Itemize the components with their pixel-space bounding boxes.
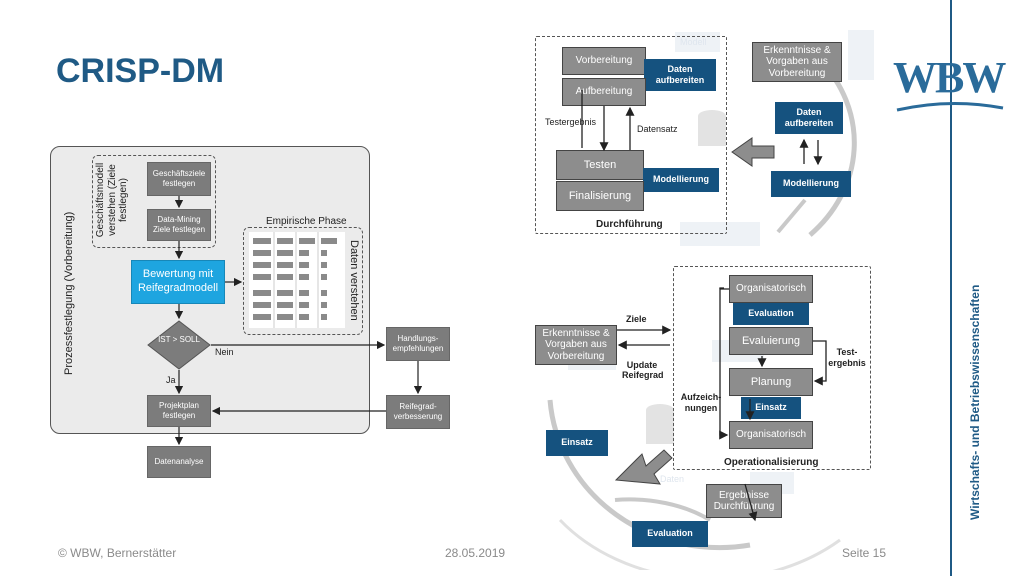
- box-aufbereitung: Aufbereitung: [562, 78, 646, 106]
- geschaeftsmodell-group: [92, 155, 216, 248]
- decision-label: IST > SOLL: [158, 335, 200, 344]
- empirische-group: [243, 227, 363, 335]
- footer-date: 28.05.2019: [445, 546, 506, 560]
- label-durchfuehrung: Durchführung: [596, 219, 663, 230]
- box-einsatz-inner: Einsatz: [741, 397, 801, 419]
- mini-process-thumbnail: [249, 232, 345, 328]
- label-test-ergebnis: Test-ergebnis: [828, 347, 866, 368]
- bottom-arrows: [617, 287, 827, 522]
- box-evaluation-inner: Evaluation: [733, 303, 809, 325]
- box-modellierung: Modellierung: [771, 171, 851, 197]
- box-projektplan: Projektplan festlegen: [147, 395, 211, 427]
- operationalisierung-group: [673, 266, 871, 470]
- ghost-box-2: [848, 30, 874, 80]
- label-testergebnis: Testergebnis: [545, 117, 597, 127]
- box-evaluation: Evaluation: [632, 521, 708, 547]
- label-ja: Ja: [166, 375, 176, 385]
- bottom-cycle-background: [547, 399, 841, 570]
- ghost-modell-box: [675, 32, 720, 52]
- durchfuehrung-group: [535, 36, 727, 234]
- box-modellierung-inner: Modellierung: [643, 168, 719, 192]
- box-planung: Planung: [729, 368, 813, 396]
- box-dm-ziele: Data-Mining Ziele festlegen: [147, 209, 211, 241]
- label-ziele: Ziele: [626, 314, 647, 324]
- wbw-logo: WBW: [893, 53, 1006, 102]
- box-datenanalyse: Datenanalyse: [147, 446, 211, 478]
- box-daten-aufbereiten-inner: Daten aufbereiten: [644, 59, 716, 91]
- box-organisatorisch-2: Organisatorisch: [729, 421, 813, 449]
- side-text: Wirtschafts- und Betriebswissenschaften: [968, 284, 982, 520]
- box-bewertung: Bewertung mit Reifegradmodell: [131, 260, 225, 304]
- box-finalisierung: Finalisierung: [556, 181, 644, 211]
- label-nein: Nein: [215, 347, 234, 357]
- footer-page: Seite 15: [842, 546, 887, 560]
- side-divider: [950, 0, 952, 576]
- box-daten-aufbereiten: Daten aufbereiten: [775, 102, 843, 134]
- top-arrows: [581, 90, 823, 167]
- box-vorbereitung: Vorbereitung: [562, 47, 646, 75]
- label-aufzeichnungen: Aufzeich-nungen: [680, 392, 722, 413]
- label-datensatz: Datensatz: [637, 124, 678, 134]
- box-erkenntnisse-top: Erkenntnisse & Vorgaben aus Vorbereitung: [752, 42, 842, 82]
- decision-diamond: [147, 320, 211, 370]
- box-handlung: Handlungs-empfehlungen: [386, 327, 450, 361]
- empirische-phase-label: Empirische Phase: [266, 216, 347, 227]
- box-reifegrad: Reifegrad-verbesserung: [386, 395, 450, 429]
- box-einsatz: Einsatz: [546, 430, 608, 456]
- box-organisatorisch-1: Organisatorisch: [729, 275, 813, 303]
- ghost-box-1: [680, 222, 760, 246]
- ghost-daten-label: Daten: [660, 474, 685, 484]
- ghost-modell-label: Modell: [680, 37, 707, 47]
- slide-title: CRISP-DM: [56, 52, 225, 90]
- footer-copyright: © WBW, Bernerstätter: [58, 546, 177, 560]
- box-erkenntnisse-bottom: Erkenntnisse & Vorgaben aus Vorbereitung: [535, 325, 617, 365]
- box-ergebnisse: Ergebnisse Durchführung: [706, 484, 782, 518]
- logo-swoosh-icon: [896, 101, 1004, 112]
- box-evaluierung: Evaluierung: [729, 327, 813, 355]
- box-geschaeftsziele: Geschäftsziele festlegen: [147, 162, 211, 196]
- left-arrows: [174, 196, 423, 446]
- box-testen: Testen: [556, 150, 644, 180]
- label-operationalisierung: Operationalisierung: [724, 457, 819, 468]
- label-update: Update Reifegrad: [622, 360, 664, 381]
